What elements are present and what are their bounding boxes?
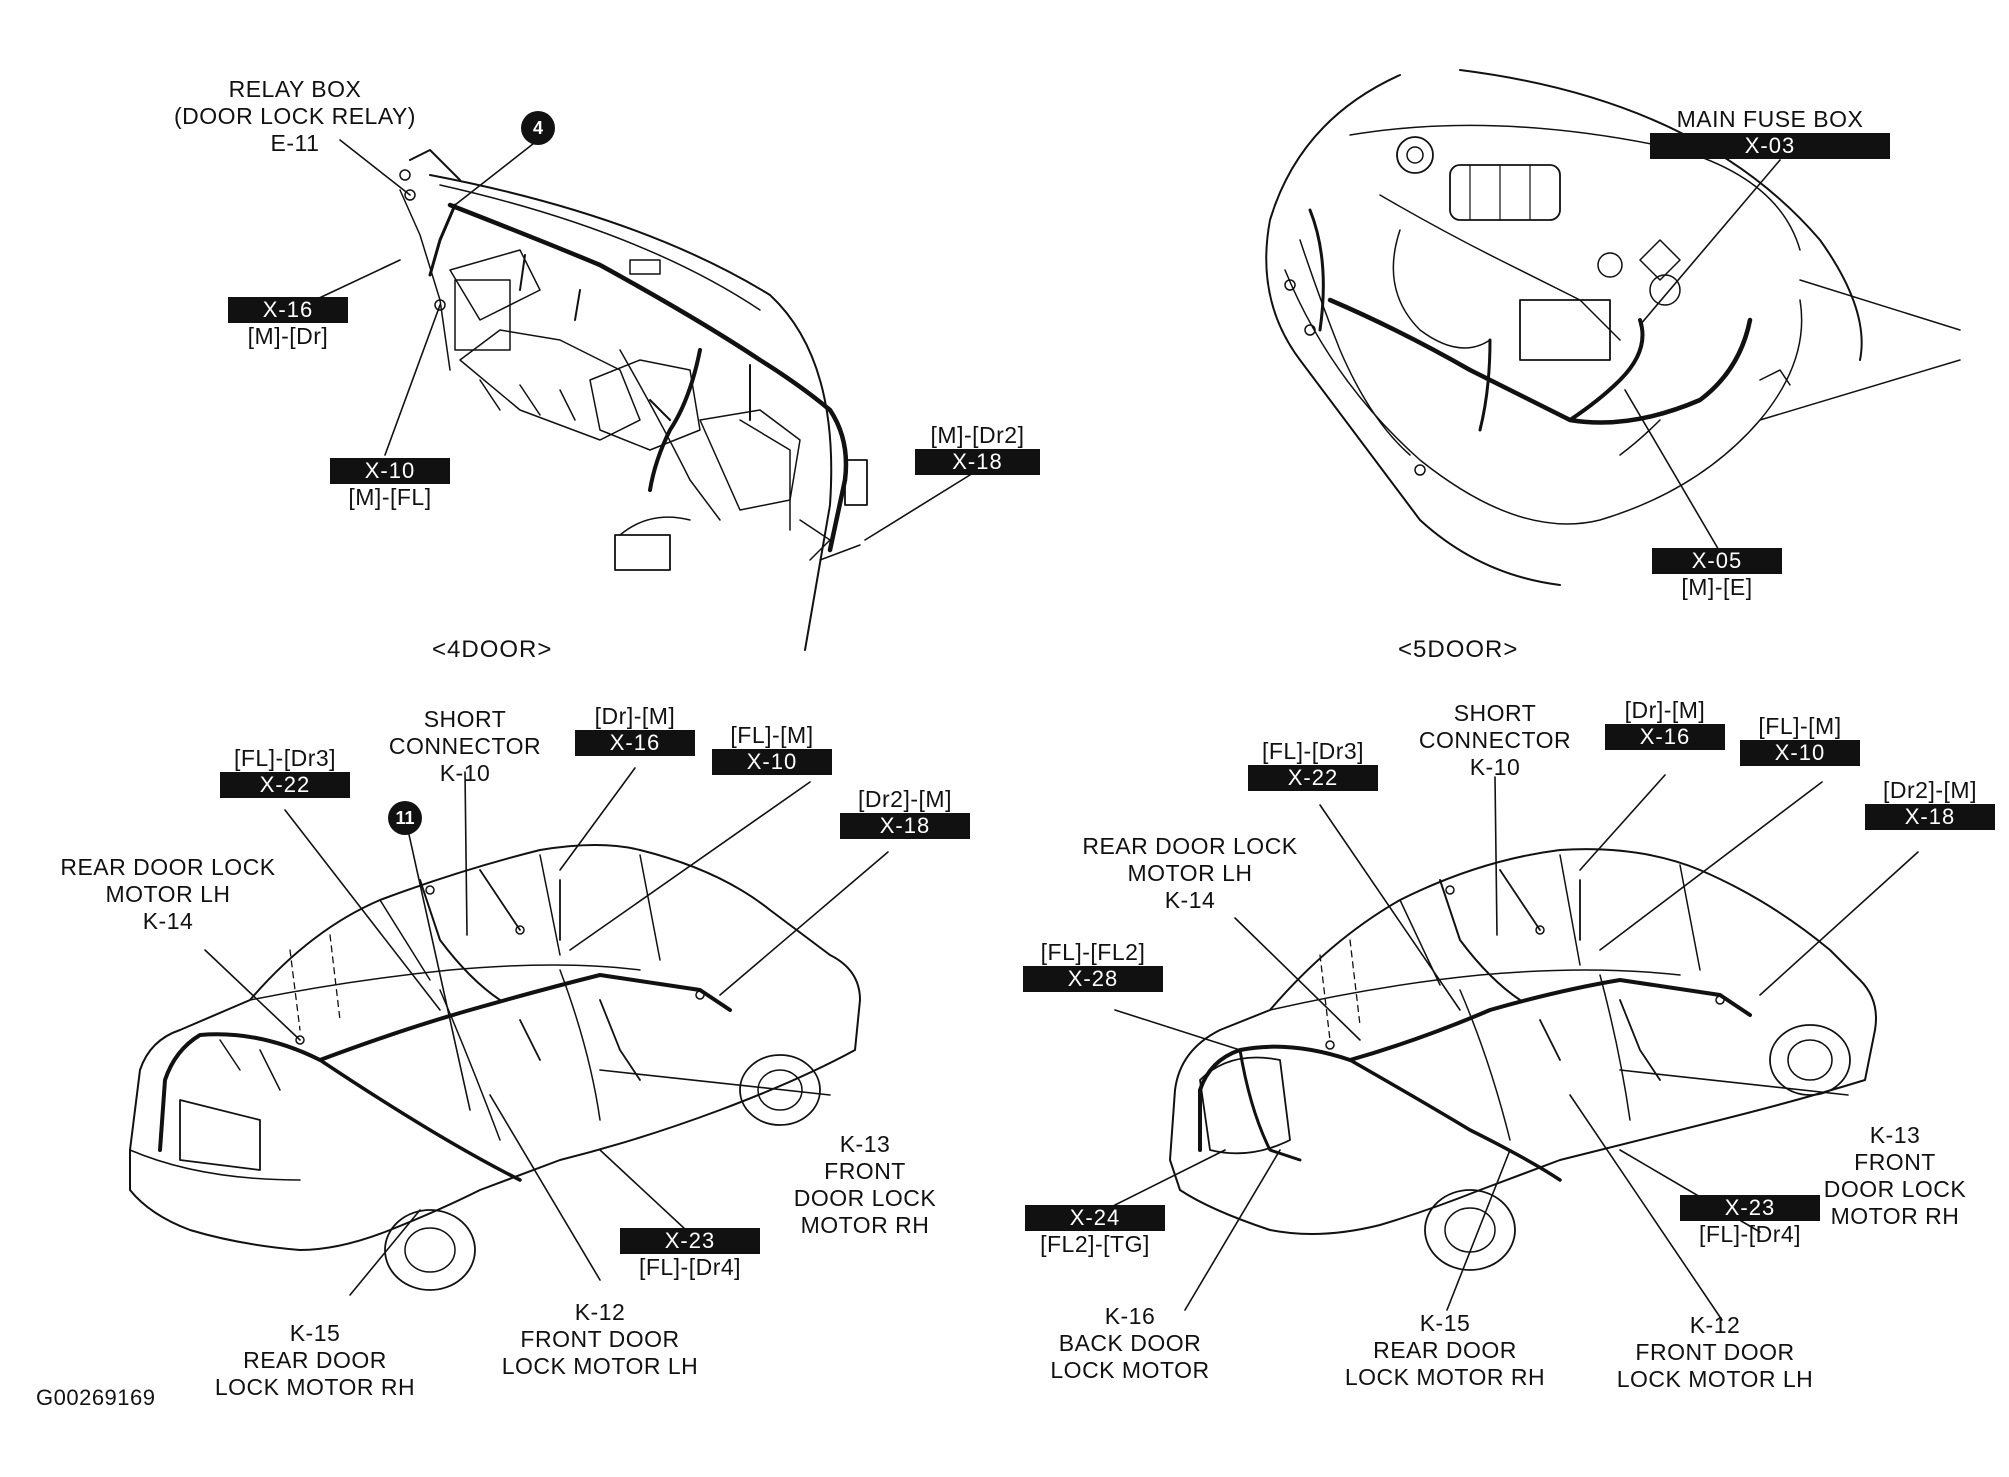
label-br-x28: [FL]-[FL2] X-28 (1023, 939, 1163, 992)
label-br-k16: K-16 BACK DOOR LOCK MOTOR (1050, 1303, 1210, 1383)
svg-text:11: 11 (395, 808, 414, 828)
label-bl-k14: REAR DOOR LOCK MOTOR LH K-14 (60, 854, 276, 934)
sedan-4door-drawing (129, 844, 861, 1291)
label-bl-k12: K-12 FRONT DOOR LOCK MOTOR LH (501, 1299, 699, 1379)
label-tl-x10: X-10 [M]-[FL] (330, 458, 450, 511)
callout-11: 11 (388, 801, 422, 835)
label-bl-k13: K-13 FRONT DOOR LOCK MOTOR RH (793, 1131, 937, 1238)
dashboard-4door-drawing (399, 149, 868, 651)
label-br-x22: [FL]-[Dr3] X-22 (1248, 738, 1378, 791)
label-bl-x10: [FL]-[M] X-10 (712, 722, 832, 775)
view-title-4door: <4DOOR> (432, 636, 553, 663)
label-br-k13: K-13 FRONT DOOR LOCK MOTOR RH (1823, 1122, 1967, 1229)
label-br-k14: REAR DOOR LOCK MOTOR LH K-14 (1082, 833, 1298, 913)
hatchback-5door-drawing (1169, 848, 1877, 1271)
label-bl-x16: [Dr]-[M] X-16 (575, 703, 695, 756)
label-br-x23: X-23 [FL]-[Dr4] (1680, 1195, 1820, 1248)
label-br-short-connector: SHORT CONNECTOR K-10 (1418, 700, 1572, 780)
label-main-fuse-box: MAIN FUSE BOX X-03 (1650, 106, 1890, 159)
label-tl-x18: [M]-[Dr2] X-18 (915, 422, 1040, 475)
label-br-x18: [Dr2]-[M] X-18 (1865, 777, 1995, 830)
label-bl-k15: K-15 REAR DOOR LOCK MOTOR RH (214, 1320, 416, 1400)
callout-4: 4 (521, 111, 555, 145)
label-br-k12: K-12 FRONT DOOR LOCK MOTOR LH (1616, 1312, 1814, 1392)
label-relay-box: RELAY BOX (DOOR LOCK RELAY) E-11 (174, 76, 416, 156)
label-bl-x18: [Dr2]-[M] X-18 (840, 786, 970, 839)
label-bl-short-connector: SHORT CONNECTOR K-10 (388, 706, 542, 786)
svg-text:4: 4 (533, 118, 543, 138)
label-tr-x05: X-05 [M]-[E] (1652, 548, 1782, 601)
figure-id: G00269169 (36, 1385, 156, 1410)
label-br-x10: [FL]-[M] X-10 (1740, 713, 1860, 766)
engine-bay-5door-drawing (1265, 69, 1961, 586)
label-bl-x22: [FL]-[Dr3] X-22 (220, 745, 350, 798)
view-title-5door: <5DOOR> (1398, 636, 1519, 663)
label-bl-x23: X-23 [FL]-[Dr4] (620, 1228, 760, 1281)
label-br-x24: X-24 [FL2]-[TG] (1025, 1205, 1165, 1258)
label-br-x16: [Dr]-[M] X-16 (1605, 697, 1725, 750)
label-br-k15: K-15 REAR DOOR LOCK MOTOR RH (1344, 1310, 1546, 1390)
label-tl-x16: X-16 [M]-[Dr] (228, 297, 348, 350)
leader-lines (204, 139, 1919, 1321)
